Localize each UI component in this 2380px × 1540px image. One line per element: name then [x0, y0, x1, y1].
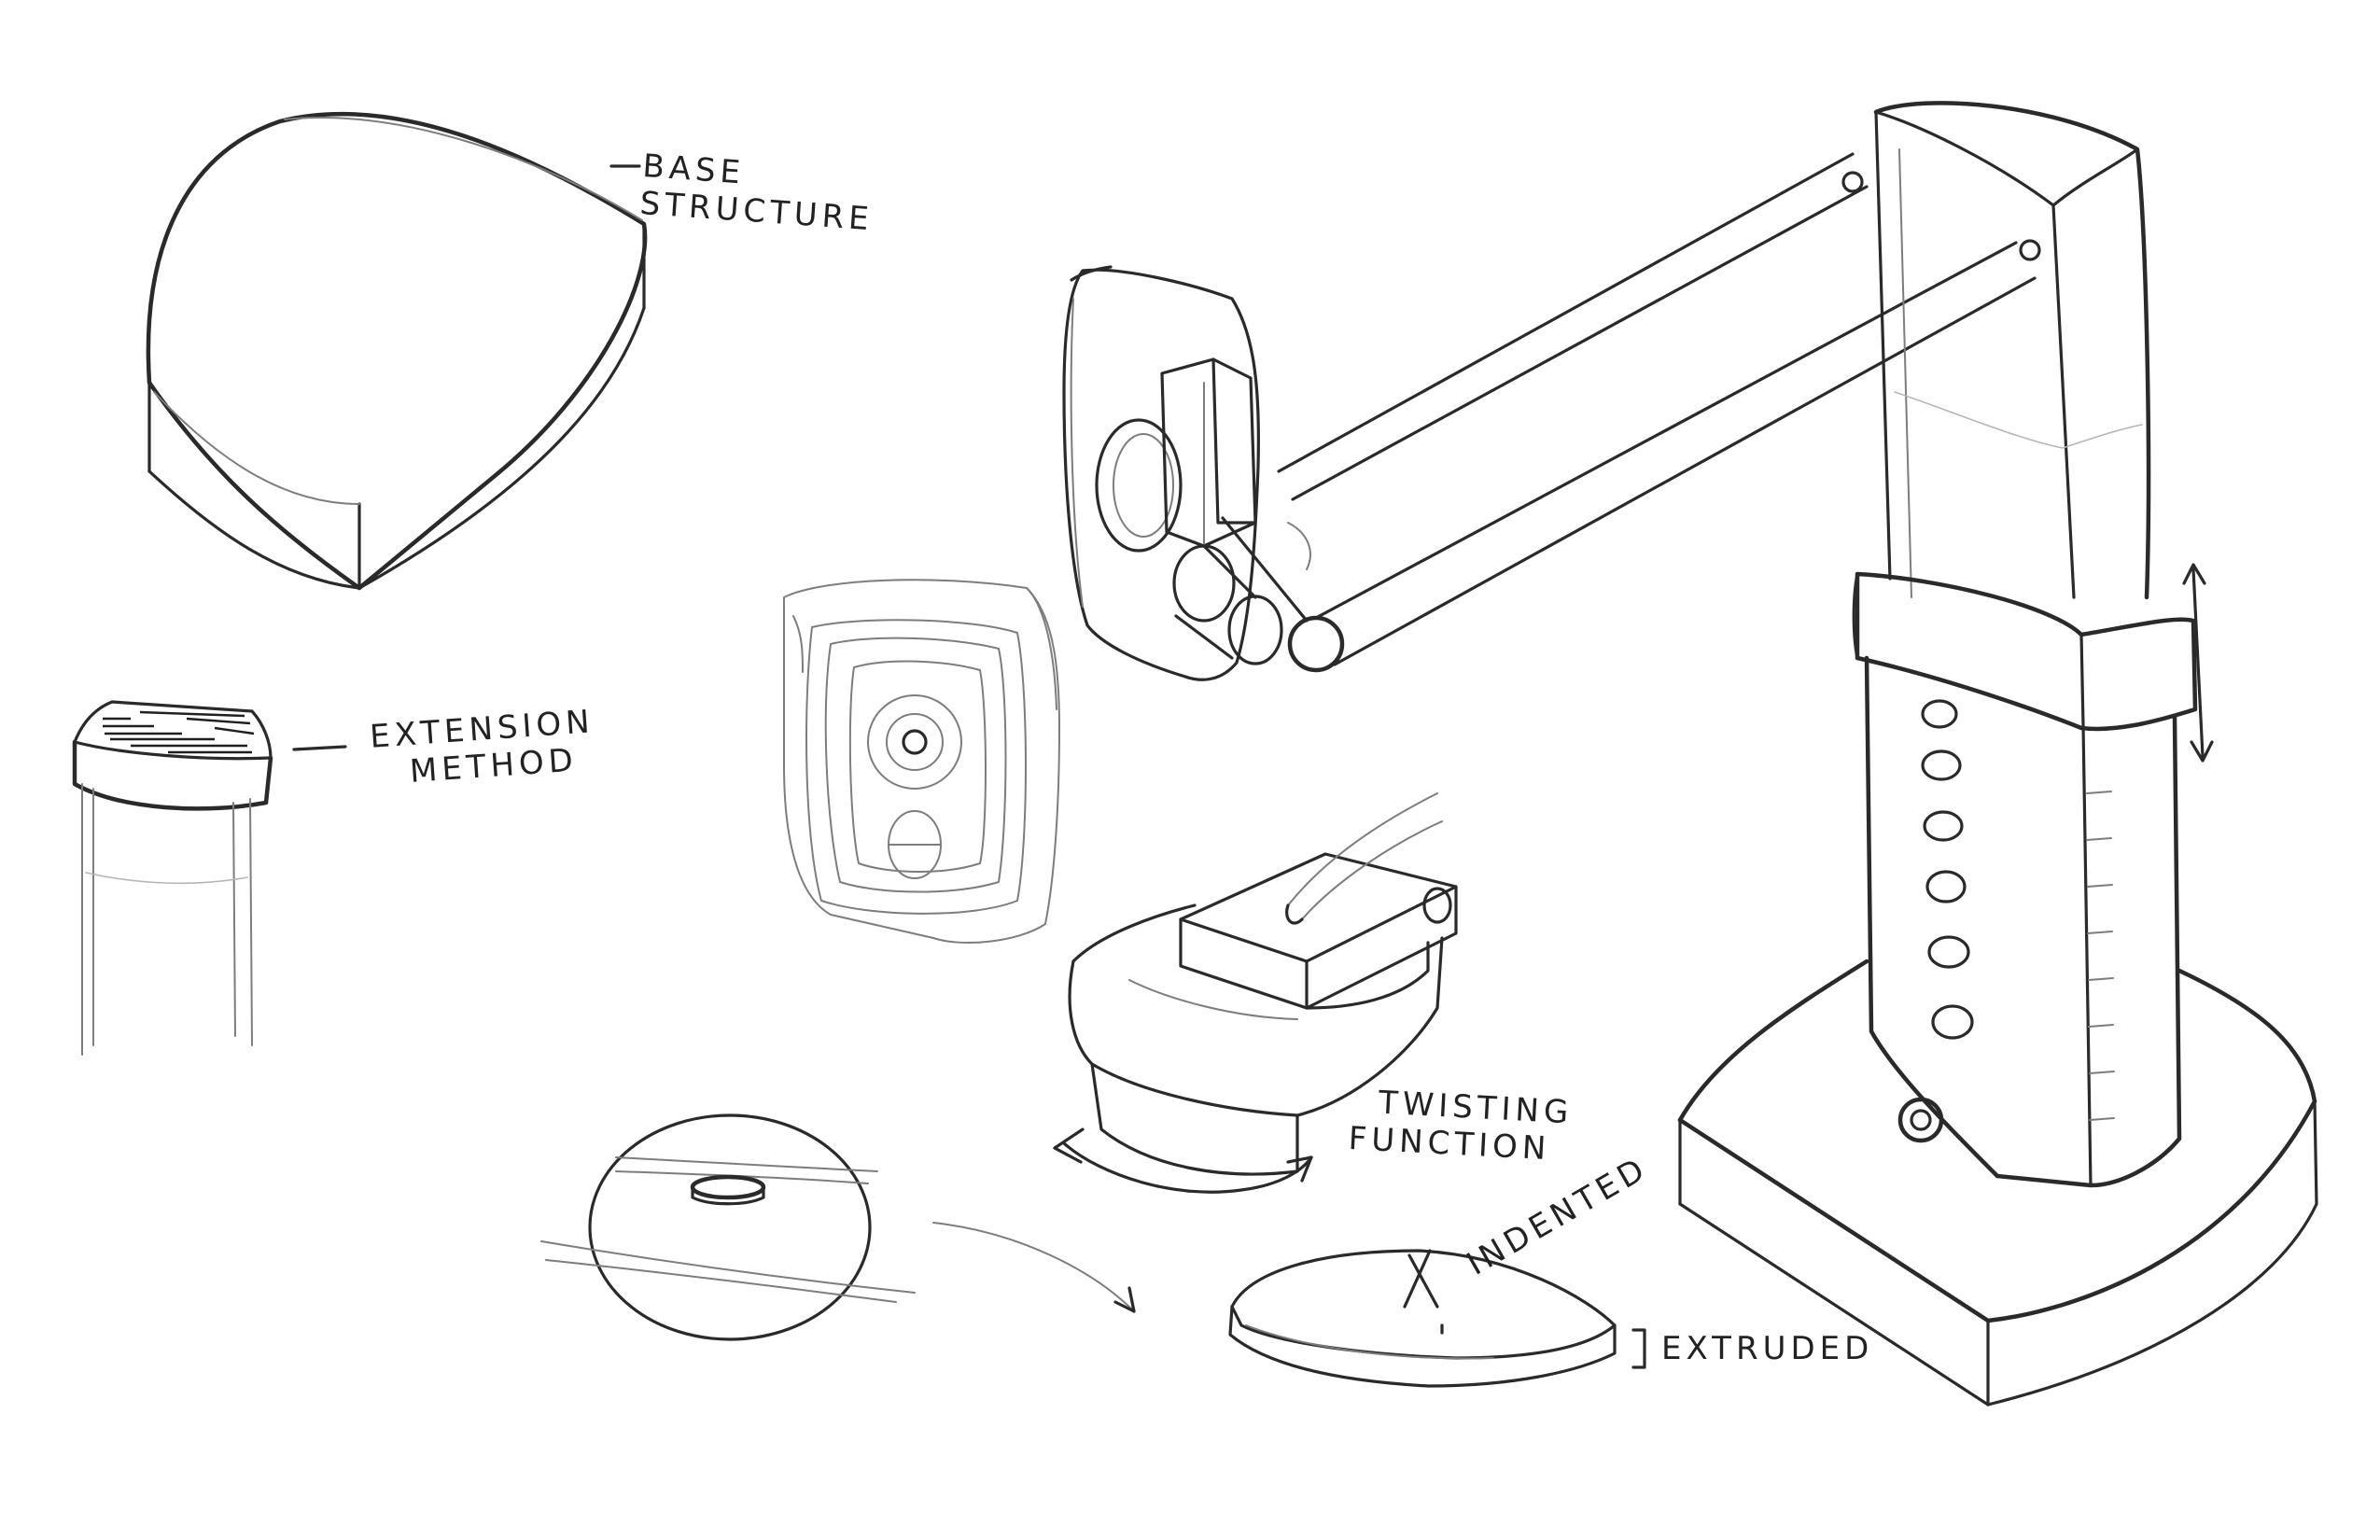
device-arm-sketch [1062, 101, 2318, 1407]
control-panel-sketch [783, 579, 1060, 944]
button-detail-sketch [540, 1113, 1136, 1341]
label-extension-method: EXTENSION METHOD [369, 703, 598, 793]
label-twisting-function: TWISTING FUNCTION [1348, 1083, 1574, 1169]
indented-extruded-sketch [1228, 1249, 1646, 1388]
label-extruded-text: EXTRUDED [1661, 1330, 1874, 1367]
extension-method-sketch [72, 700, 347, 1056]
base-structure-sketch [146, 111, 648, 591]
label-extruded: EXTRUDED [1661, 1330, 1873, 1367]
twisting-function-sketch [1053, 792, 1458, 1194]
